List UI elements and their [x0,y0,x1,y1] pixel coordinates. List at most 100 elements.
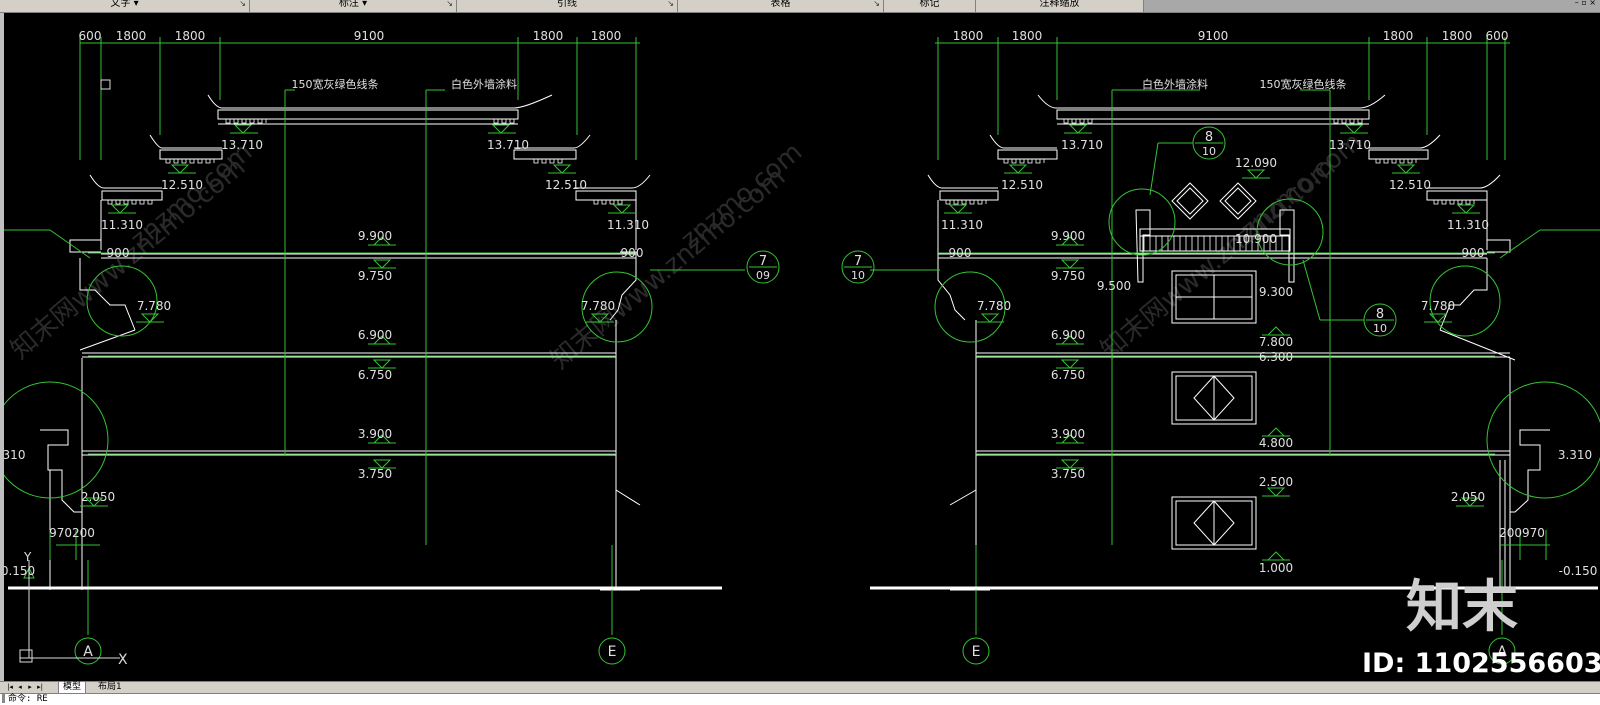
ribbon-panel-table[interactable]: 表格 ↘ [678,0,884,12]
right-top-dimension-line [935,37,1510,160]
level-11310: 11.310 [941,218,983,232]
dim-1800: 1800 [1012,29,1043,43]
dialog-launcher-icon[interactable]: ↘ [239,0,246,8]
dialog-launcher-icon[interactable]: ↘ [667,0,674,8]
level-11310: 11.310 [607,218,649,232]
level-3750: 3.750 [1051,467,1085,481]
right-elevation: 1800 1800 9100 1800 1800 600 [841,29,1600,665]
left-level-symbols [23,124,636,579]
level-9750: 9.750 [358,269,392,283]
ribbon-panel-leader[interactable]: 引线 ↘ [457,0,678,12]
level-12510: 12.510 [1389,178,1431,192]
dim-1800: 1800 [591,29,622,43]
dim-600: 600 [1486,29,1509,43]
callout-10-bottom: 10 [851,269,865,282]
ribbon-panel-markup[interactable]: 标记 [884,0,976,12]
level-12510: 12.510 [1001,178,1043,192]
axis-a-label: A [83,644,93,660]
level-7780: 7.780 [137,299,171,313]
command-grip-icon [2,694,5,703]
level-12090: 12.090 [1235,156,1277,170]
dim-1800: 1800 [1442,29,1473,43]
dim-600: 600 [79,29,102,43]
callout-7-top: 7 [759,254,767,269]
dim-1800: 1800 [953,29,984,43]
prev-tab-icon[interactable]: ◂ [18,683,22,691]
level-0150: 0.150 [4,564,35,578]
window-controls[interactable]: – ▫ × [1574,0,1596,7]
dim-900: 900 [1462,246,1485,260]
level-6300: 6.300 [1259,350,1293,364]
ucs-icon [19,560,120,663]
level-10900: 10.900 [1235,232,1277,246]
ribbon-empty-area: – ▫ × [1144,0,1600,12]
watermark-cn: 知末网www.znzmo.com [545,162,791,375]
dialog-launcher-icon[interactable]: ↘ [446,0,453,8]
ribbon-panel-dimension-label: 标注 ▾ [338,0,368,9]
level-9900: 9.900 [358,229,392,243]
dim-1800: 1800 [116,29,147,43]
ribbon-panel-dimension[interactable]: 标注 ▾ ↘ [250,0,457,12]
dim-1800: 1800 [533,29,564,43]
callout-09-bottom: 09 [756,269,770,282]
level-9900: 9.900 [1051,229,1085,243]
left-gable-outline [40,94,651,591]
tab-layout1[interactable]: 布局1 [98,682,122,692]
level-6750: 6.750 [1051,368,1085,382]
level-9750: 9.750 [1051,269,1085,283]
level-13710: 13.710 [1061,138,1103,152]
next-tab-icon[interactable]: ▸ [28,683,32,691]
level-9500: 9.500 [1097,279,1131,293]
ucs-y-label: Y [23,550,32,564]
callout-8-top: 8 [1376,307,1384,322]
first-tab-icon[interactable]: |◂ [7,683,13,691]
ribbon-panel-markup-label: 标记 [919,0,940,9]
level-11310: 11.310 [1447,218,1489,232]
layout-tab-bar: |◂ ◂ ▸ ▸| 模型 布局1 [0,681,1600,694]
level-6900: 6.900 [1051,328,1085,342]
level-2500: 2.500 [1259,475,1293,489]
note-green-line: 150宽灰绿色线条 [1260,77,1347,91]
callout-10-bottom: 10 [1373,322,1387,335]
level-3310: 3.310 [1558,448,1592,462]
note-white-paint: 白色外墙涂料 [1142,77,1208,91]
level-7780: 7.780 [1421,299,1455,313]
dim-900: 900 [949,246,972,260]
dim-200970: 200970 [1499,526,1545,540]
dialog-launcher-icon[interactable]: ↘ [873,0,880,8]
left-eave-brackets [104,118,623,205]
callout-7-top: 7 [854,254,862,269]
dim-9100: 9100 [354,29,385,43]
drawing-canvas[interactable]: znzmo.com znzmo.com znzmo.com 知末网www.znz… [0,13,1600,681]
brand-id: ID: 1102556603 [1362,648,1600,679]
ribbon-panel-annotation-scaling[interactable]: 注释缩放 [976,0,1144,12]
note-green-line: 150宽灰绿色线条 [292,77,379,91]
annotation-ribbon: 文字 ▾ ↘ 标注 ▾ ↘ 引线 ↘ 表格 ↘ 标记 注释缩放 – ▫ × [0,0,1600,13]
level-7800: 7.800 [1259,335,1293,349]
last-tab-icon[interactable]: ▸| [37,683,43,691]
command-line[interactable]: 命令: RE [0,693,1600,705]
dim-970200: 970200 [49,526,95,540]
left-elevation: 600 1800 1800 9100 1800 1800 [4,29,780,668]
dim-1800: 1800 [1383,29,1414,43]
ribbon-panel-leader-label: 引线 [557,0,577,9]
axis-e-label: E [608,644,617,660]
level-3750: 3.750 [358,467,392,481]
level-13710: 13.710 [487,138,529,152]
ribbon-panel-table-label: 表格 [770,0,791,9]
ribbon-panel-text[interactable]: 文字 ▾ ↘ [0,0,250,12]
right-green-guides [841,89,1600,665]
callout-8-top: 8 [1205,130,1213,145]
right-eave-brackets [942,118,1475,251]
level-2050: 2.050 [81,490,115,504]
level-6750: 6.750 [358,368,392,382]
left-green-guides [4,89,780,665]
axis-e-label: E [972,644,981,660]
dim-1800: 1800 [175,29,206,43]
level-9300: 9.300 [1259,285,1293,299]
level-7780: 7.780 [581,299,615,313]
level-6900: 6.900 [358,328,392,342]
note-white-paint: 白色外墙涂料 [451,77,517,91]
level-12510: 12.510 [161,178,203,192]
level-11310: 11.310 [101,218,143,232]
